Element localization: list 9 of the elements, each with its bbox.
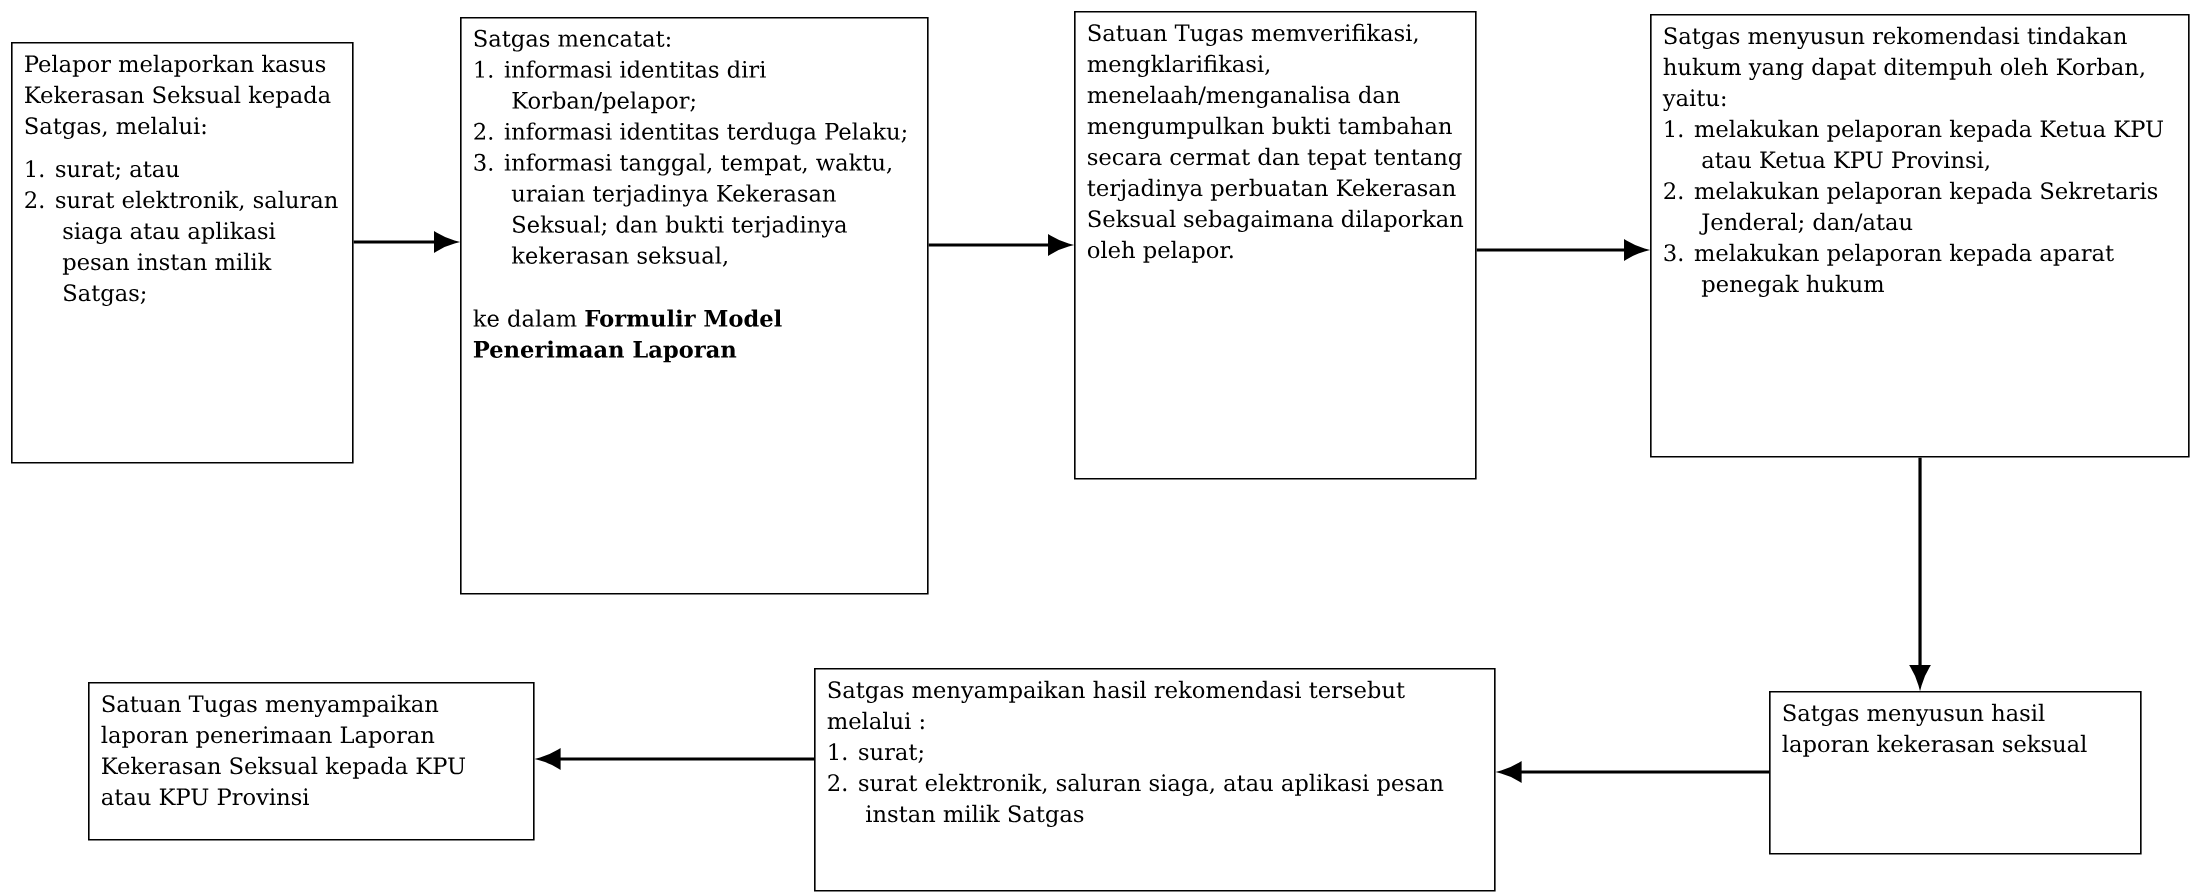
process-box: Satgas menyusun hasil laporan kekerasan seksual [1769, 691, 2142, 855]
process-box: Satuan Tugas menyampaikan laporan penerimaan Laporan Kekerasan Seksual kepada KPU atau KPU Provinsi [88, 682, 535, 841]
process-box: Satgas menyusun rekomendasi tindakan hukum yang dapat ditempuh oleh Korban, yaitu: 1. melakukan pelaporan kepada Ketua KPU atau Ketua KPU Provinsi, 2. melakukan pelaporan kepada Sekretaris Jenderal; dan/atau 3. melakukan pelaporan kepada aparat penegak hukum [1650, 14, 2190, 458]
arrow [1499, 762, 1770, 782]
process-box: Satgas menyampaikan hasil rekomendasi tersebut melalui : 1. surat; 2. surat elektronik, saluran siaga, atau aplikasi pesan instan milik Satgas [814, 668, 1496, 892]
arrow [538, 749, 814, 769]
process-box: Pelapor melaporkan kasus Kekerasan Seksual kepada Satgas, melalui: 1. surat; atau 2. surat elektronik, saluran siaga atau aplikasi pesan instan milik Satgas; [11, 42, 354, 464]
process-box: Satgas mencatat: 1. informasi identitas diri Korban/pelapor; 2. informasi identitas terduga Pelaku; 3. informasi tanggal, tempat, waktu, uraian terjadinya Kekerasan Seksual; dan bukti terjadinya kekerasan seksual, ke dalam Formulir Model Penerimaan Laporan [460, 17, 929, 595]
process-box: Satuan Tugas memverifikasi, mengklarifikasi, menelaah/menganalisa dan mengumpulkan bukti tambahan secara cermat dan tepat tentang terjadinya perbuatan Kekerasan Seksual sebagaimana dilaporkan oleh pelapor. [1074, 11, 1477, 480]
